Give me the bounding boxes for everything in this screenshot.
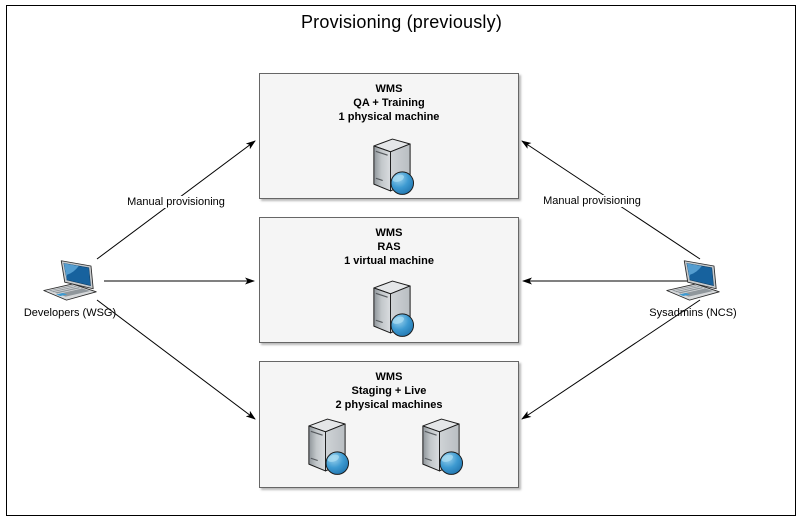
edge-sysadmins-to-staging <box>521 299 701 420</box>
server-icon <box>368 279 415 338</box>
system-machines: 2 physical machines <box>335 399 443 411</box>
system-machines: 1 virtual machine <box>344 255 434 267</box>
system-box-text: WMS QA + Training 1 physical machine <box>260 74 518 124</box>
system-box-text: WMS RAS 1 virtual machine <box>260 218 518 268</box>
system-box-qa-training: WMS QA + Training 1 physical machine <box>259 73 519 199</box>
system-name: WMS <box>375 371 403 383</box>
laptop-icon <box>665 257 721 303</box>
system-box-text: WMS Staging + Live 2 physical machines <box>260 362 518 412</box>
laptop-icon <box>42 257 98 303</box>
actor-sysadmins: Sysadmins (NCS) <box>638 257 748 319</box>
system-name: WMS <box>375 83 403 95</box>
system-machines: 1 physical machine <box>338 111 440 123</box>
diagram-title: Provisioning (previously) <box>300 12 503 32</box>
system-env: QA + Training <box>353 97 425 109</box>
system-box-staging-live: WMS Staging + Live 2 physical machines <box>259 361 519 488</box>
actor-developers: Developers (WSG) <box>15 257 125 319</box>
edge-developers-to-staging <box>96 299 256 420</box>
system-name: WMS <box>375 227 403 239</box>
system-box-ras: WMS RAS 1 virtual machine <box>259 217 519 343</box>
edge-label-manual-provisioning-right: Manual provisioning <box>540 195 644 207</box>
server-icon <box>303 417 350 476</box>
system-env: Staging + Live <box>351 385 427 397</box>
actor-label: Sysadmins (NCS) <box>649 307 737 319</box>
system-env: RAS <box>377 241 401 253</box>
server-icon <box>368 137 415 196</box>
edge-label-manual-provisioning-left: Manual provisioning <box>124 196 228 208</box>
actor-label: Developers (WSG) <box>23 307 117 319</box>
server-icon <box>417 417 464 476</box>
